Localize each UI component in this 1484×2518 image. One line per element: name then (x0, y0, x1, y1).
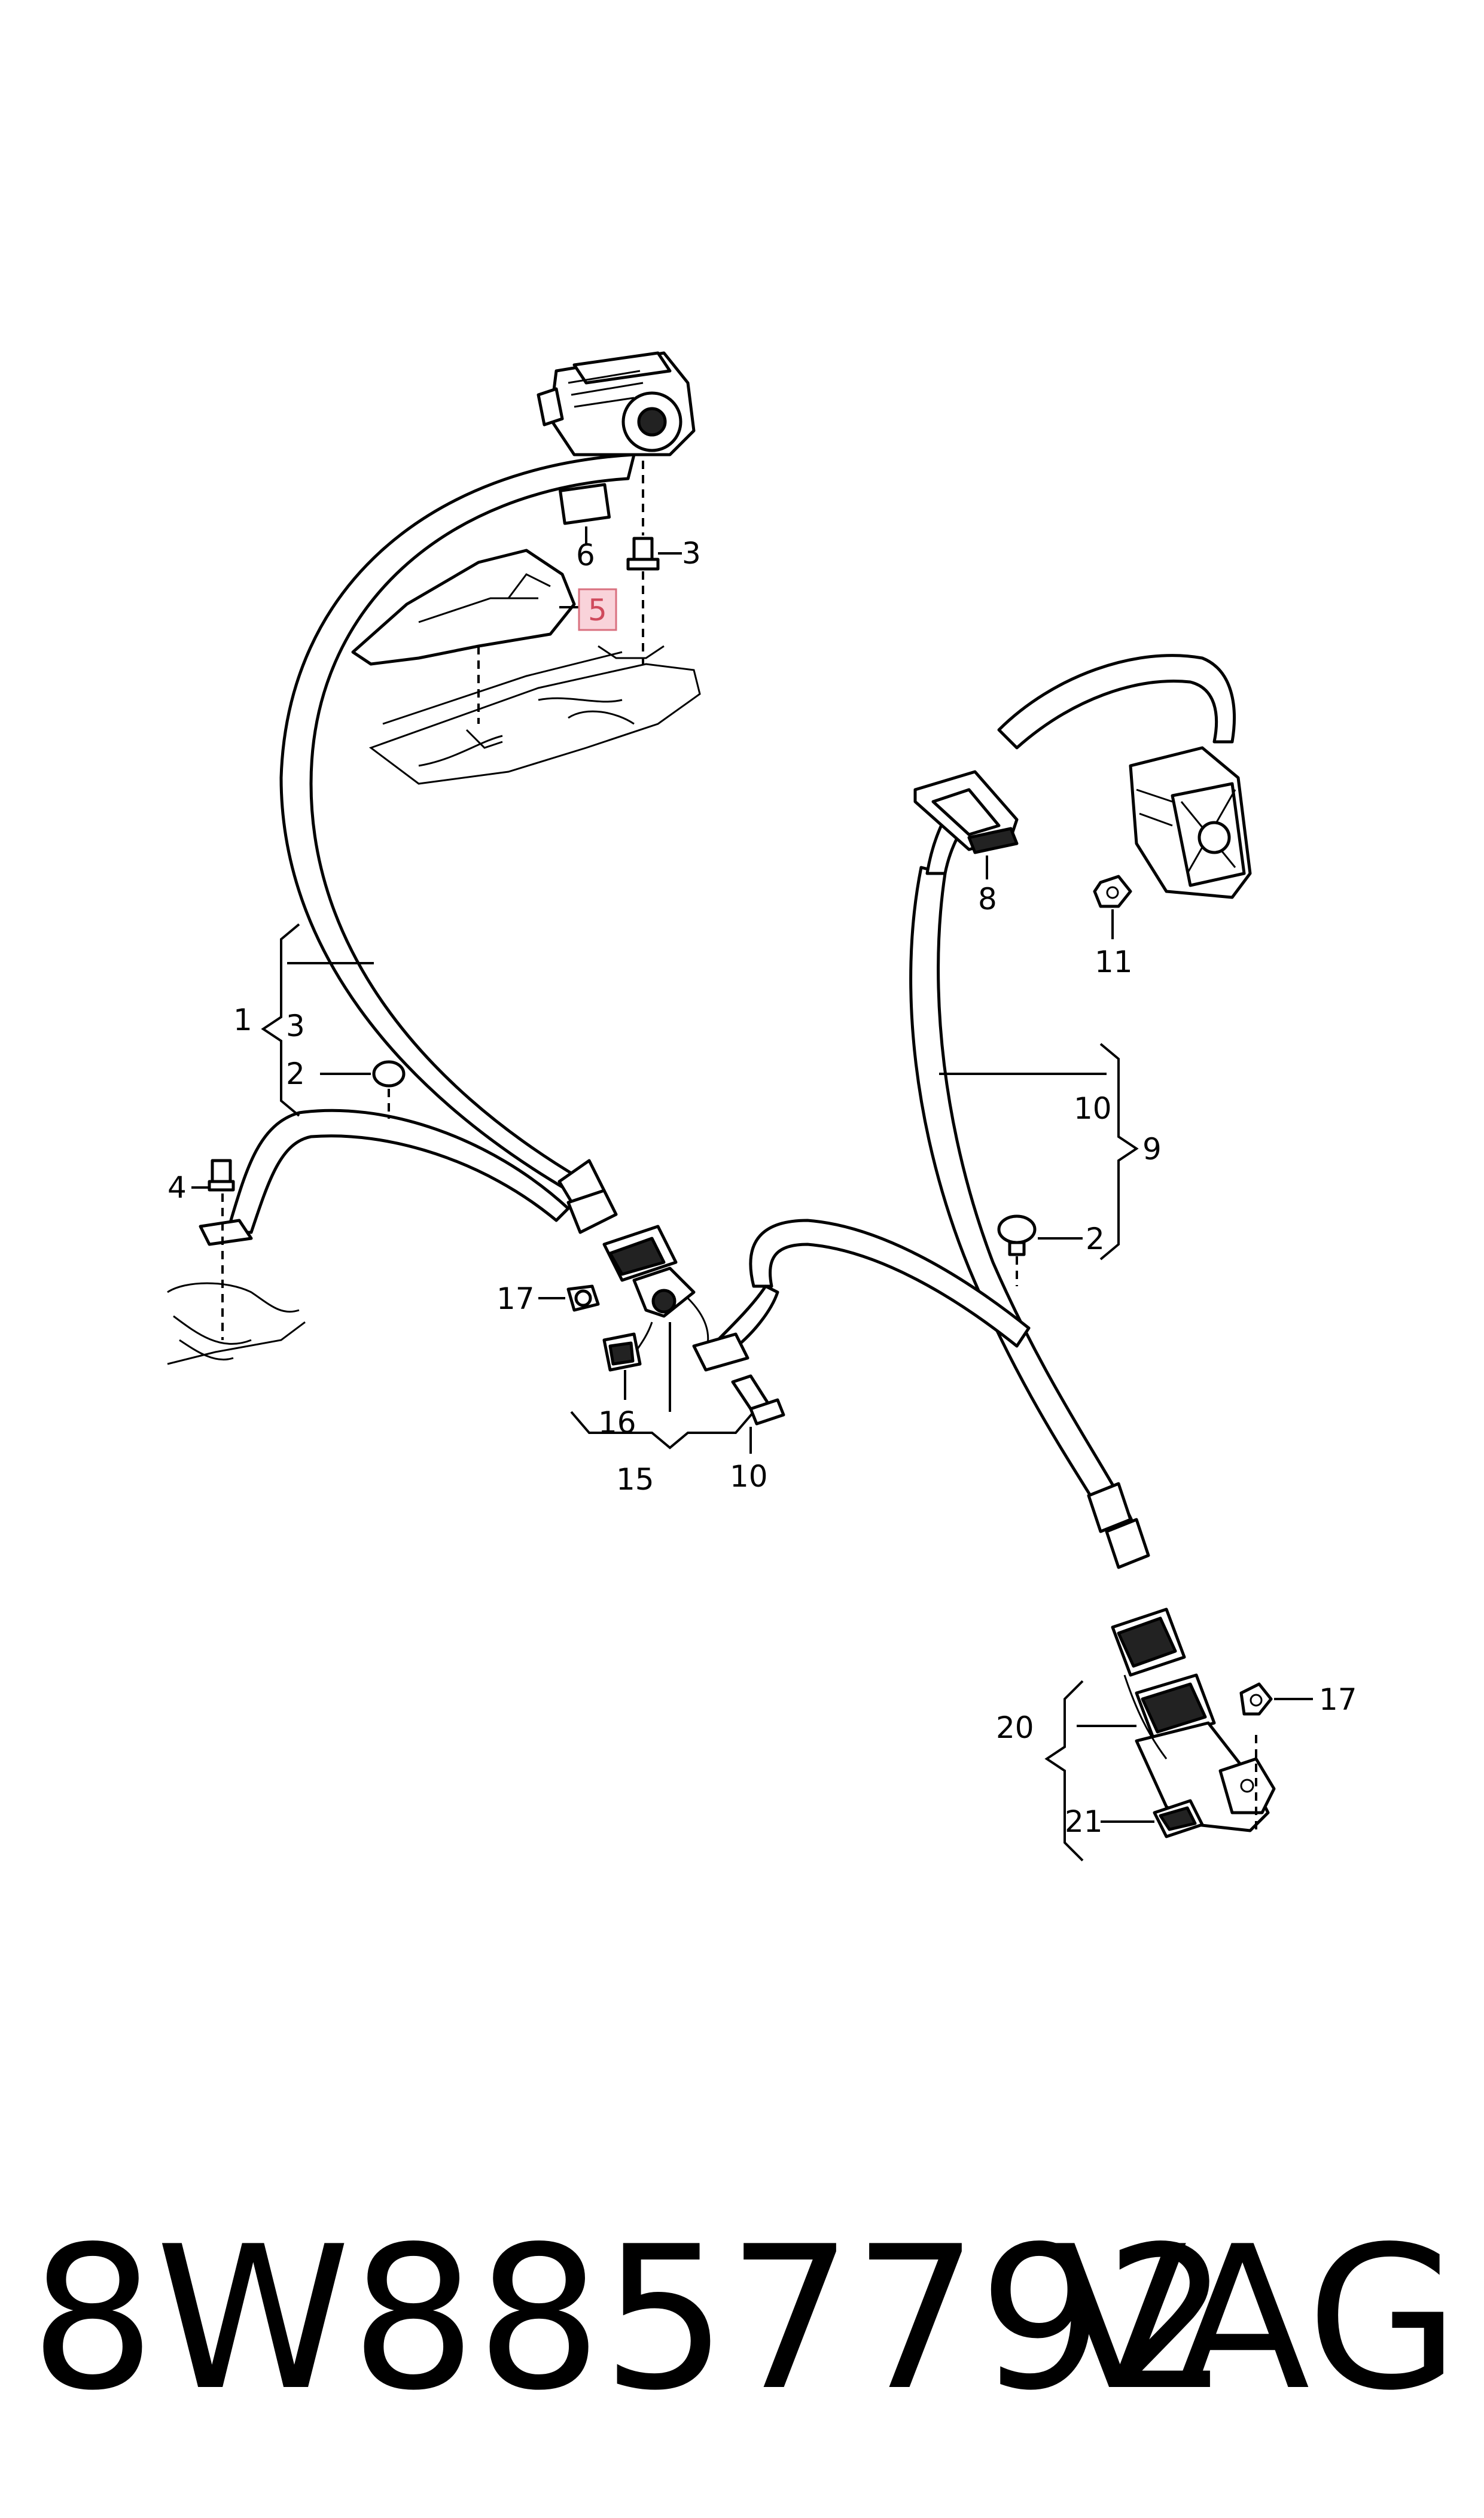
callout-4: 4 (167, 1170, 187, 1205)
brace-right (1099, 1043, 1139, 1260)
callout-2-left: 2 (286, 1056, 305, 1091)
callout-8: 8 (978, 882, 997, 917)
brace-left (261, 923, 300, 1117)
anchor-bolt-left (199, 1159, 253, 1340)
right-belt-retractor (1129, 746, 1252, 899)
callout-10-right: 10 (1074, 1091, 1112, 1126)
callout-9: 9 (1142, 1132, 1162, 1167)
callout-10-bottom: 10 (730, 1459, 768, 1494)
callout-15: 15 (616, 1462, 654, 1497)
left-belt-webbing (279, 453, 636, 1234)
brace-20 (1044, 1680, 1084, 1862)
label-sticker (559, 483, 611, 525)
callout-6: 6 (576, 538, 595, 573)
dual-buckle-assembly (1111, 1607, 1276, 1838)
callout-1: 1 (233, 1003, 252, 1037)
callout-16: 16 (598, 1405, 636, 1440)
trim-cover (351, 549, 576, 724)
callout-5: 5 (588, 593, 607, 628)
part-number: 8W8857792 (30, 2204, 1230, 2434)
callout-17-left: 17 (496, 1281, 535, 1316)
callout-21: 21 (1065, 1804, 1103, 1839)
callout-2-right: 2 (1086, 1222, 1105, 1256)
callout-3-top: 3 (682, 536, 701, 571)
upper-belt-retractor (537, 351, 696, 456)
upper-floor-panel (368, 645, 701, 785)
mounting-bolt-top (626, 461, 660, 664)
cover-cap-left (372, 1060, 406, 1119)
cover-cap-right (997, 1214, 1037, 1286)
highlight-box-5 (578, 588, 617, 631)
callout-11: 11 (1095, 945, 1133, 979)
left-lap-belt (226, 1109, 570, 1234)
center-buckle-assembly (602, 1225, 709, 1372)
right-lap-belt (692, 1219, 1031, 1372)
nut-17-left (566, 1284, 600, 1312)
belt-guide (913, 770, 1019, 854)
callout-20: 20 (996, 1710, 1034, 1745)
left-floor-panel (167, 1282, 306, 1365)
nut-11 (1093, 875, 1132, 908)
brand-name: VAG (1053, 2204, 1459, 2434)
anchor-bolt-10 (731, 1374, 785, 1426)
callout-3-left: 3 (286, 1009, 305, 1043)
nut-17-right (1239, 1682, 1273, 1716)
callout-17-right: 17 (1319, 1682, 1357, 1717)
